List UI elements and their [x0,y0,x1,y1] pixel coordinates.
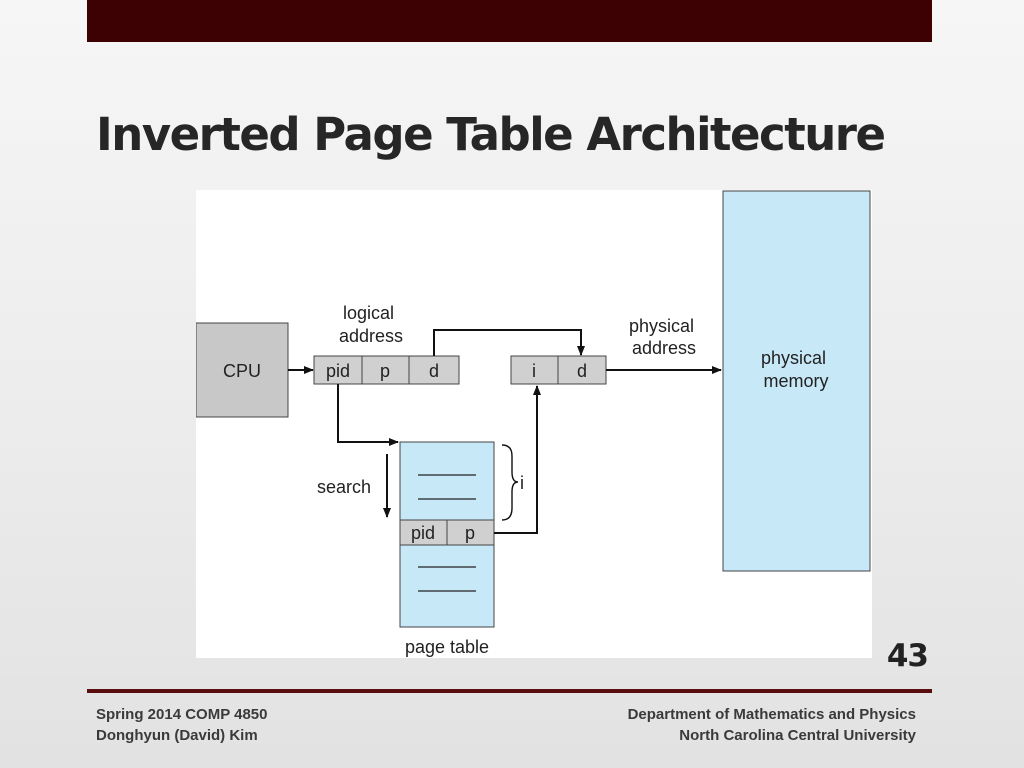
logical-field-pid: pid [326,361,350,381]
physical-memory-label-line1: physical [761,348,826,368]
physical-field-d: d [577,361,587,381]
cpu-label: CPU [223,361,261,381]
footer-university: North Carolina Central University [679,727,916,744]
logical-field-d: d [429,361,439,381]
logical-address-label: logical address [339,303,403,346]
physical-memory-block: physical memory [722,190,871,572]
physical-memory-label-line2: memory [763,371,828,391]
index-label: i [520,473,524,493]
footer-divider [87,689,932,693]
physical-address-label-line1: physical [629,316,694,336]
page-table-label: page table [405,637,489,657]
entry-to-index-arrow [494,385,541,534]
search-label: search [317,477,371,497]
logical-field-p: p [380,361,390,381]
physical-address-register: i d [510,355,607,385]
logical-address-label-line2: address [339,326,403,346]
footer-department-info: Department of Mathematics and Physics No… [628,704,916,746]
slide-number: 43 [886,638,929,674]
slide-title: Inverted Page Table Architecture [96,108,886,161]
inverted-page-table-diagram: CPU logical address pid p d i d [196,190,872,658]
physical-field-i: i [532,361,536,381]
physical-address-label: physical address [629,316,699,358]
entry-field-pid: pid [411,523,435,543]
offset-d-arrow [433,329,585,356]
footer-course-info: Spring 2014 COMP 4850 Donghyun (David) K… [96,704,267,746]
physical-address-label-line2: address [632,338,696,358]
index-brace [501,444,519,521]
logical-address-label-line1: logical [343,303,394,323]
logical-address-register: pid p d [313,355,460,385]
pid-to-page-table-arrow [337,384,399,446]
footer-department: Department of Mathematics and Physics [627,706,916,723]
cpu-box: CPU [196,322,289,418]
top-banner-bar [87,0,932,42]
footer-instructor: Donghyun (David) Kim [96,727,258,744]
entry-field-p: p [465,523,475,543]
page-table: pid p [399,441,495,628]
footer-course: Spring 2014 COMP 4850 [96,706,268,723]
physical-memory-label: physical memory [761,348,831,391]
